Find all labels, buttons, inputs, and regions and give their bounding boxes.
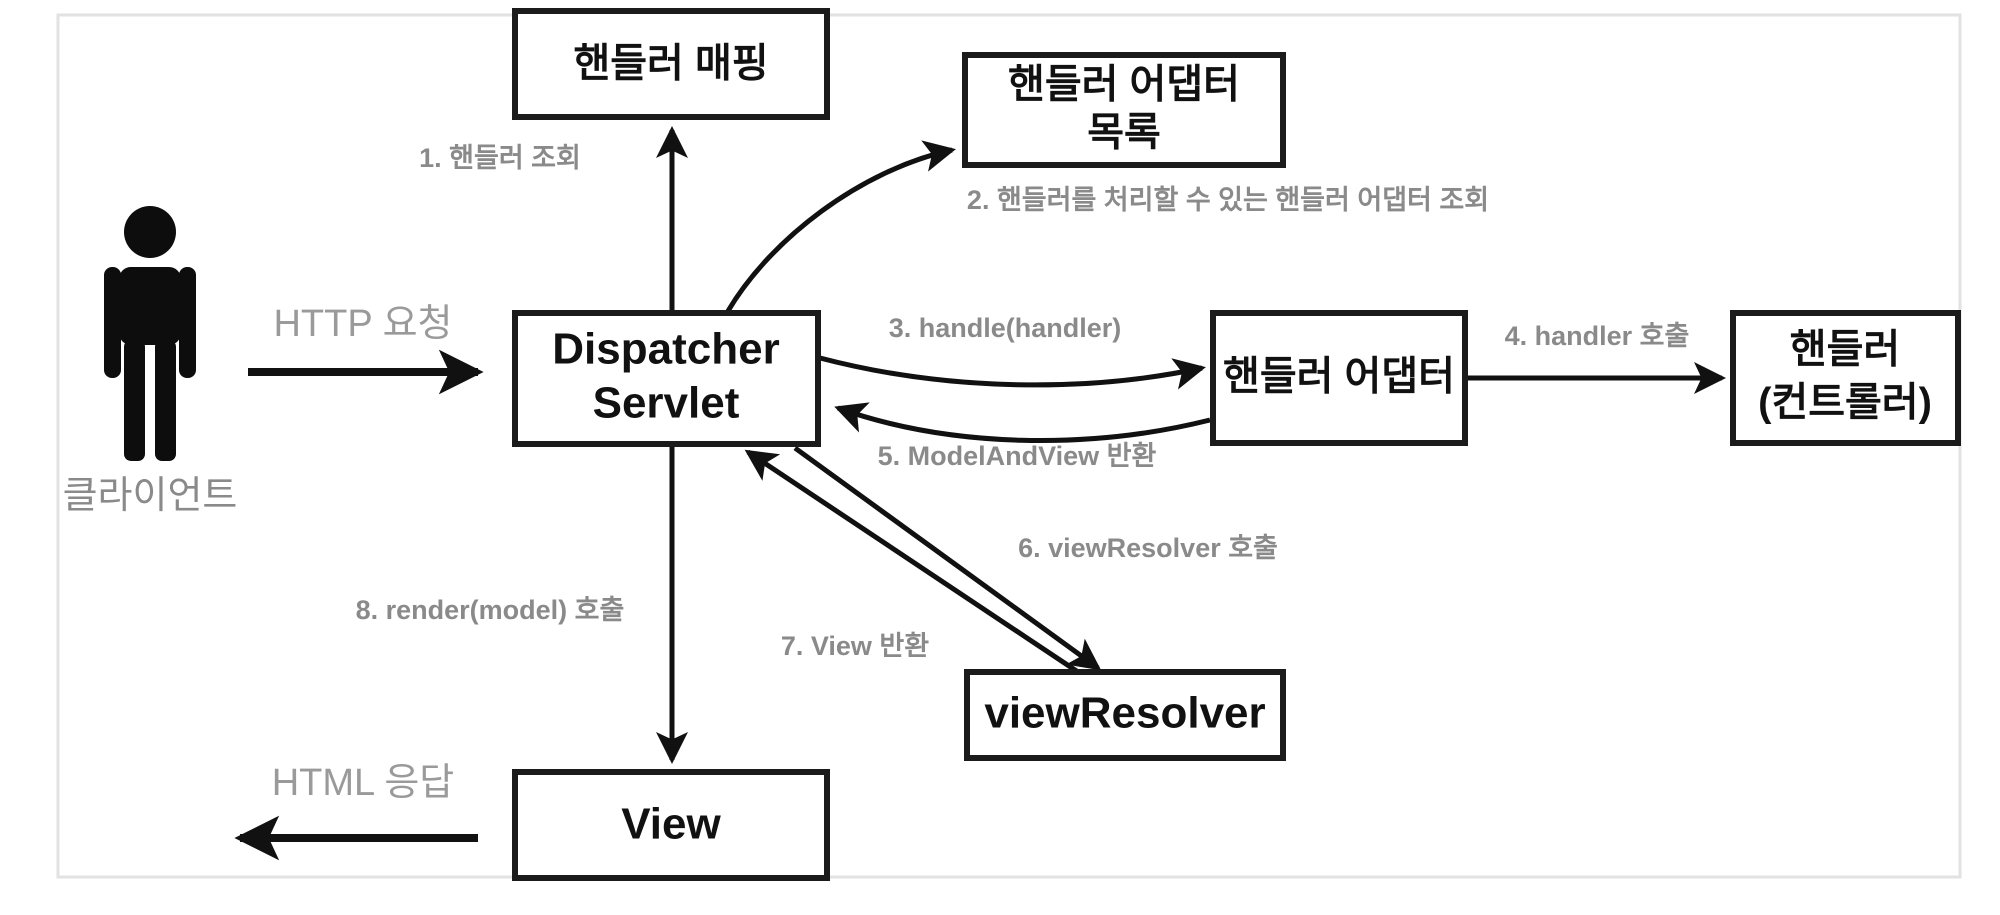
node-view-resolver[interactable]: viewResolver: [964, 669, 1286, 761]
node-view[interactable]: View: [512, 769, 830, 881]
person-icon: [104, 206, 196, 461]
flow-7-label: 7. View 반환: [781, 631, 929, 661]
flow-3-edge: [819, 355, 1206, 390]
node-handler-controller-label-line1: 핸들러: [1790, 328, 1900, 372]
html-response-label: HTML 응답: [272, 762, 455, 804]
node-handler-controller[interactable]: 핸들러 (컨트롤러): [1730, 310, 1961, 446]
node-handler-mapping[interactable]: 핸들러 매핑: [512, 8, 830, 120]
node-view-resolver-label: viewResolver: [984, 689, 1265, 738]
node-view-label: View: [621, 800, 721, 849]
node-handler-adapter-list[interactable]: 핸들러 어댑터 목록: [962, 52, 1286, 168]
node-dispatcher-servlet[interactable]: Dispatcher Servlet: [512, 310, 821, 447]
node-handler-adapter-label: 핸들러 어댑터: [1223, 355, 1455, 399]
node-handler-adapter[interactable]: 핸들러 어댑터: [1210, 310, 1468, 446]
client-actor: 클라이언트: [63, 206, 238, 517]
http-request-label: HTTP 요청: [273, 303, 452, 345]
flow-1-label: 1. 핸들러 조회: [419, 143, 581, 173]
flow-5-edge: [834, 402, 1211, 444]
flow-4-label: 4. handler 호출: [1505, 321, 1690, 351]
node-handler-adapter-list-label-line1: 핸들러 어댑터: [1008, 63, 1240, 107]
flow-8-label: 8. render(model) 호출: [356, 595, 625, 625]
node-dispatcher-servlet-label-line1: Dispatcher: [552, 325, 779, 374]
flow-2-label: 2. 핸들러를 처리할 수 있는 핸들러 어댑터 조회: [967, 185, 1489, 215]
client-actor-label: 클라이언트: [63, 475, 238, 517]
flow-2-edge: [725, 140, 956, 313]
flow-6-label: 6. viewResolver 호출: [1018, 533, 1278, 563]
flow-6-edge: [793, 445, 1102, 671]
flow-7-edge: [744, 449, 1080, 675]
flow-5-label: 5. ModelAndView 반환: [878, 441, 1157, 471]
node-handler-adapter-list-label-line2: 목록: [1087, 111, 1161, 155]
node-handler-mapping-label: 핸들러 매핑: [573, 42, 768, 86]
node-dispatcher-servlet-label-line2: Servlet: [593, 379, 740, 428]
flow-3-label: 3. handle(handler): [889, 313, 1122, 343]
node-handler-controller-label-line2: (컨트롤러): [1758, 381, 1932, 425]
